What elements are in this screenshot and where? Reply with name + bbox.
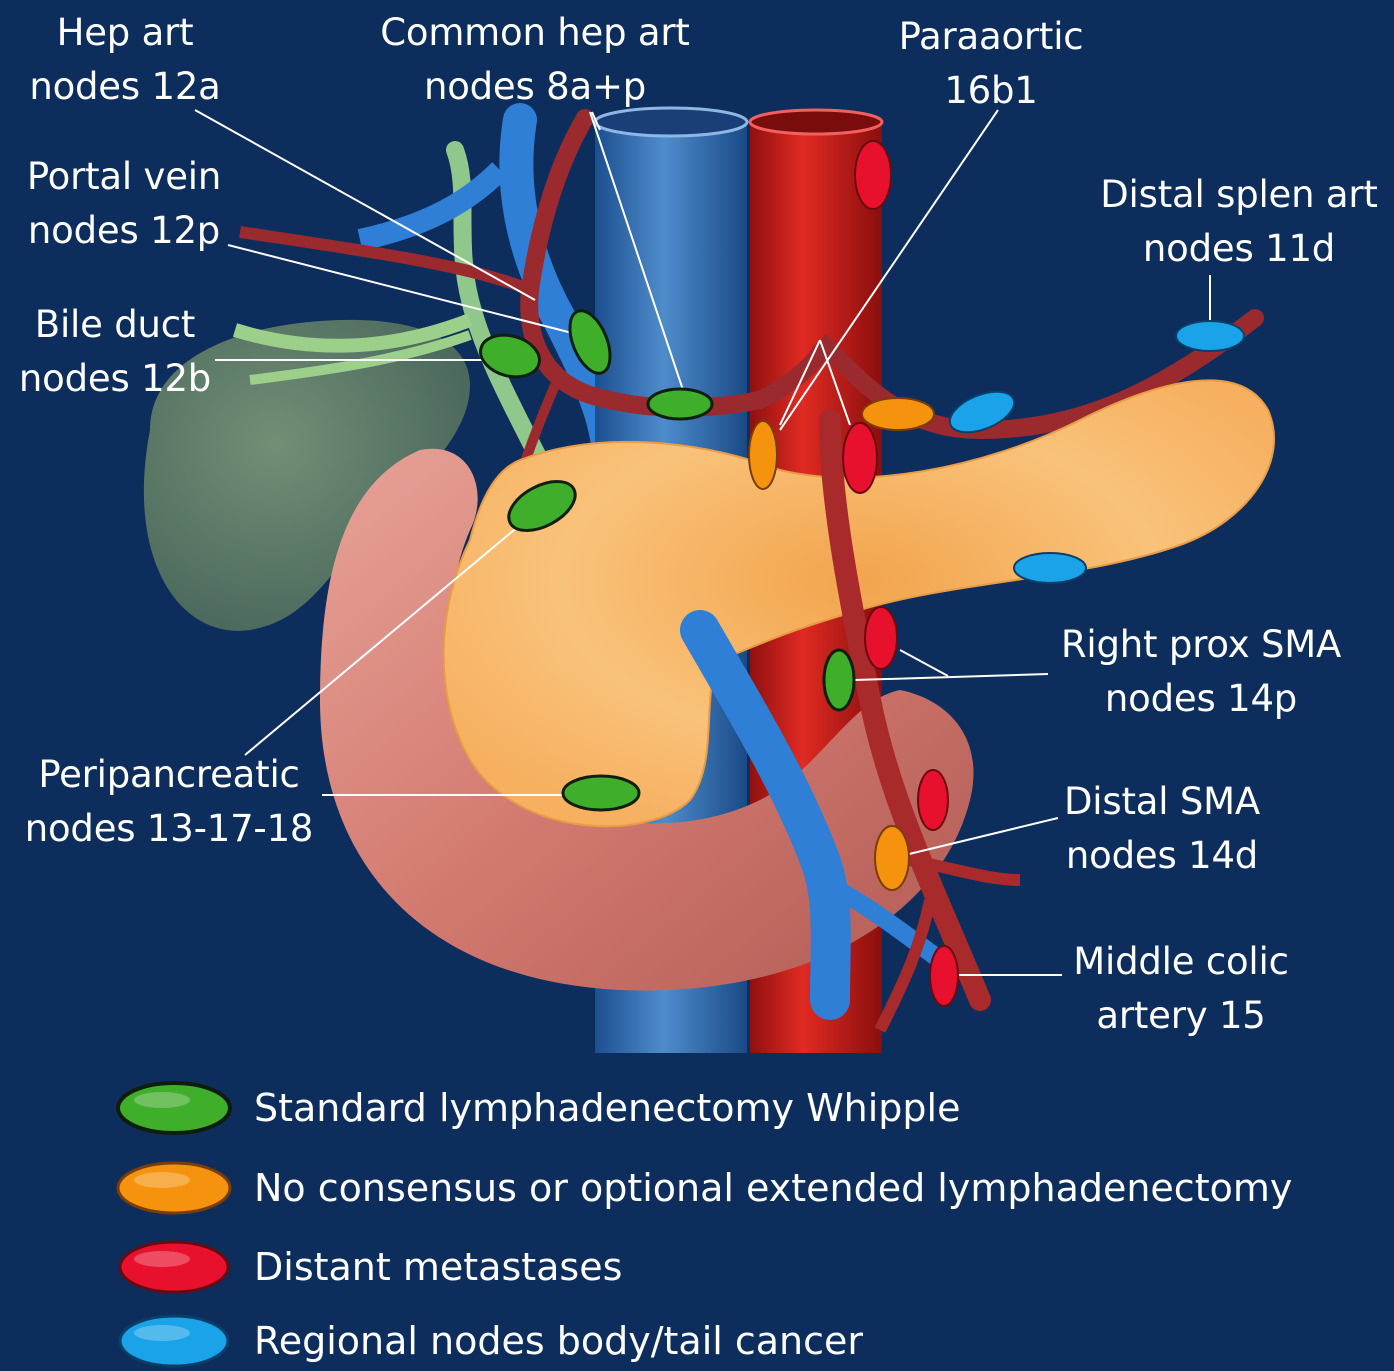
legend-swatch-standard: [112, 1078, 236, 1138]
legend-label-standard: Standard lymphadenectomy Whipple: [254, 1082, 961, 1134]
label-distal-splen-art: Distal splen art nodes 11d: [1090, 168, 1388, 276]
label-peripancreatic: Peripancreatic nodes 13-17-18: [14, 748, 324, 856]
label-hep-art: Hep art nodes 12a: [20, 6, 230, 114]
label-common-hep-art: Common hep art nodes 8a+p: [360, 6, 710, 114]
legend-label-regional: Regional nodes body/tail cancer: [254, 1315, 863, 1367]
node-distant: [930, 946, 958, 1006]
node-optional: [862, 398, 934, 430]
legend-label-optional: No consensus or optional extended lympha…: [254, 1162, 1292, 1214]
legend-swatch-optional: [112, 1158, 236, 1218]
node-standard: [648, 389, 712, 419]
node-regional: [1014, 553, 1086, 583]
node-regional: [1176, 321, 1244, 351]
label-right-prox-sma: Right prox SMA nodes 14p: [1040, 618, 1362, 726]
label-middle-colic: Middle colic artery 15: [1050, 935, 1312, 1043]
node-optional: [875, 826, 909, 890]
label-distal-sma: Distal SMA nodes 14d: [1040, 775, 1284, 883]
node-distant: [855, 141, 891, 209]
node-optional: [749, 421, 777, 489]
label-bile-duct: Bile duct nodes 12b: [10, 298, 220, 406]
node-distant: [843, 423, 877, 493]
node-standard: [563, 776, 639, 810]
node-standard: [824, 650, 854, 710]
legend-swatch-regional: [112, 1311, 236, 1371]
node-distant: [918, 770, 948, 830]
label-paraaortic: Paraaortic 16b1: [880, 10, 1102, 118]
legend-swatch-distant: [112, 1237, 236, 1297]
node-distant: [865, 607, 897, 669]
label-portal-vein: Portal vein nodes 12p: [10, 150, 238, 258]
legend-label-distant: Distant metastases: [254, 1241, 622, 1293]
